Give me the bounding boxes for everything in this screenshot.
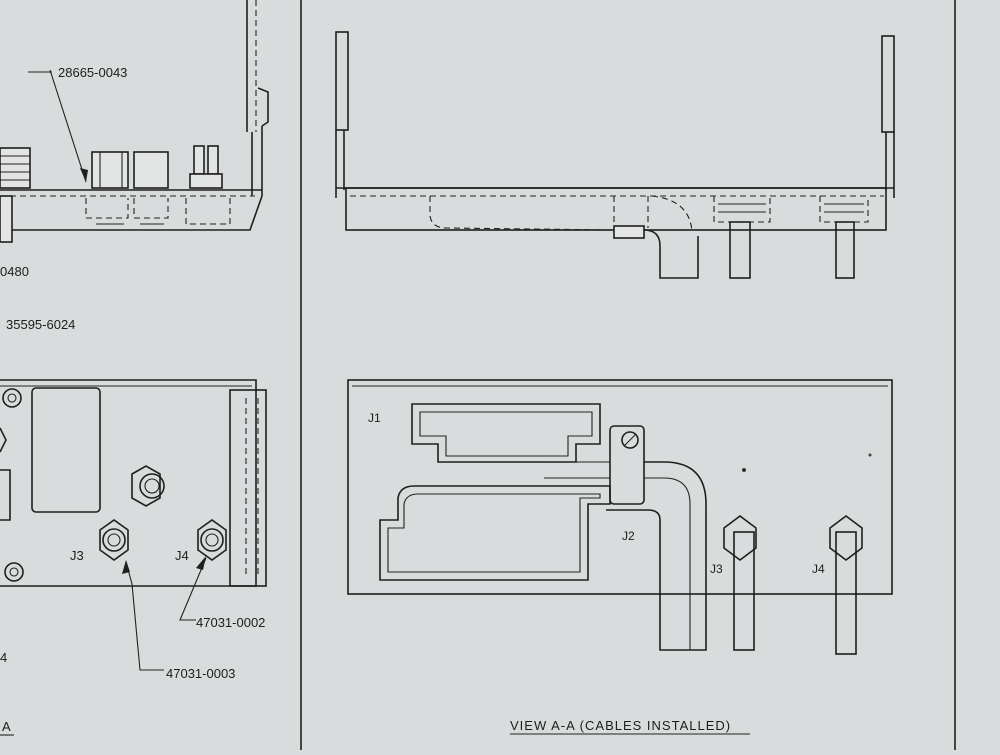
- knob-left: [0, 147, 31, 243]
- label-j2: J2: [622, 529, 635, 543]
- connector-j1: [411, 403, 601, 463]
- edge-label-4: 4: [0, 650, 7, 665]
- left-front-view: [0, 379, 267, 671]
- part-number-47031-0002: 47031-0002: [196, 615, 265, 630]
- dual-post: [185, 145, 231, 225]
- left-side-view: [0, 0, 269, 243]
- cable-clamp: [609, 425, 645, 505]
- edge-label-a: A: [2, 719, 11, 734]
- right-side-view: [335, 31, 895, 279]
- connector-j2: [379, 485, 611, 581]
- label-j1: J1: [368, 411, 381, 425]
- part-number-35595: 35595-6024: [6, 317, 75, 332]
- label-j4-left: J4: [175, 548, 189, 563]
- label-j3-left: J3: [70, 548, 84, 563]
- part-number-0480: 0480: [0, 264, 29, 279]
- leader-top: [49, 69, 87, 183]
- label-j4-right: J4: [812, 562, 825, 576]
- part-number-47031-0003: 47031-0003: [166, 666, 235, 681]
- view-a-a: [347, 379, 893, 655]
- part-number-28665: 28665-0043: [58, 65, 127, 80]
- connector-block: [85, 151, 169, 225]
- view-caption: VIEW A-A (CABLES INSTALLED): [510, 718, 731, 733]
- label-j3-right: J3: [710, 562, 723, 576]
